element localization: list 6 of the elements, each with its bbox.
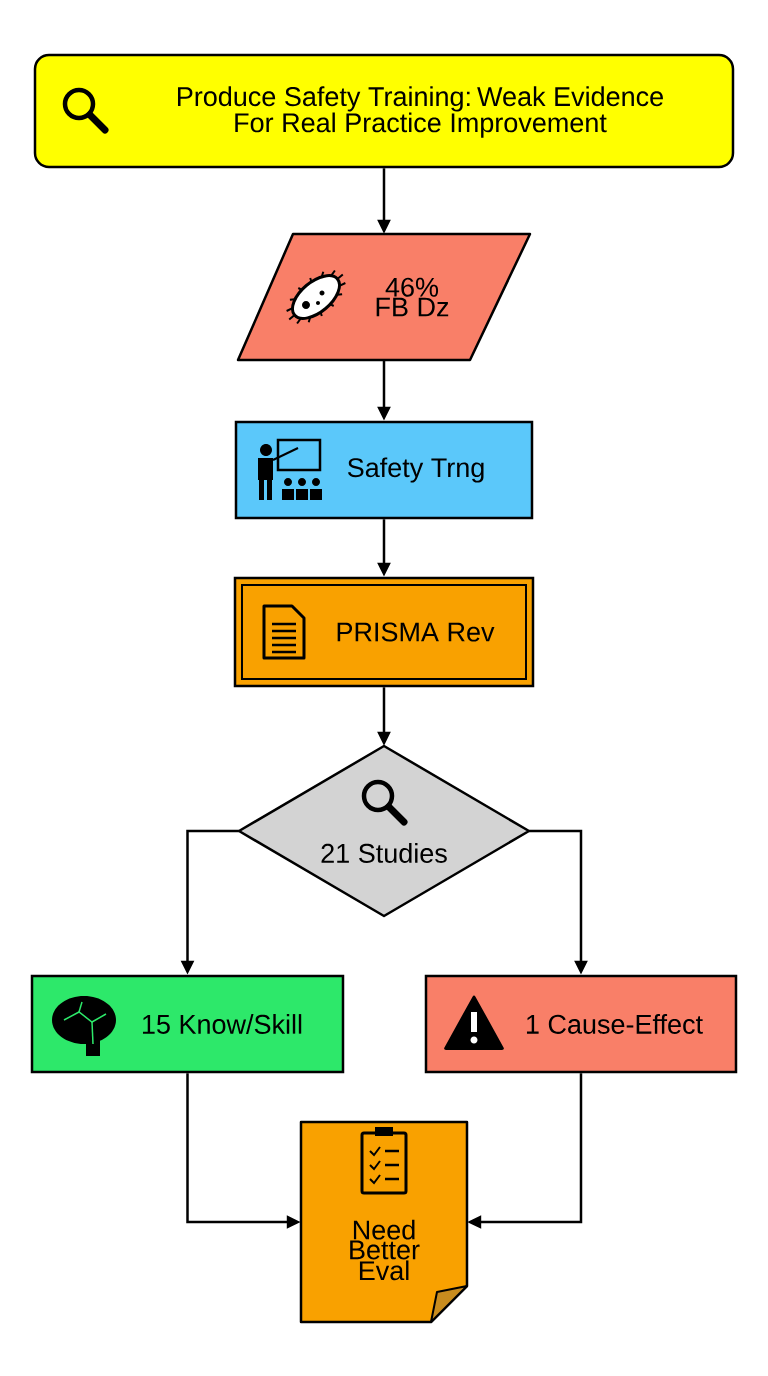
process-box: 15 Know/Skill [30, 974, 345, 1074]
process-box: PRISMA Rev [233, 576, 535, 688]
process-box: Safety Trng [234, 420, 534, 520]
process-box: 1 Cause-Effect [424, 974, 738, 1074]
data-parallelogram: 46% FB Dz [236, 232, 532, 362]
title-box: Produce Safety Training: Weak Evidence For Real Practice Improvement [33, 53, 735, 169]
